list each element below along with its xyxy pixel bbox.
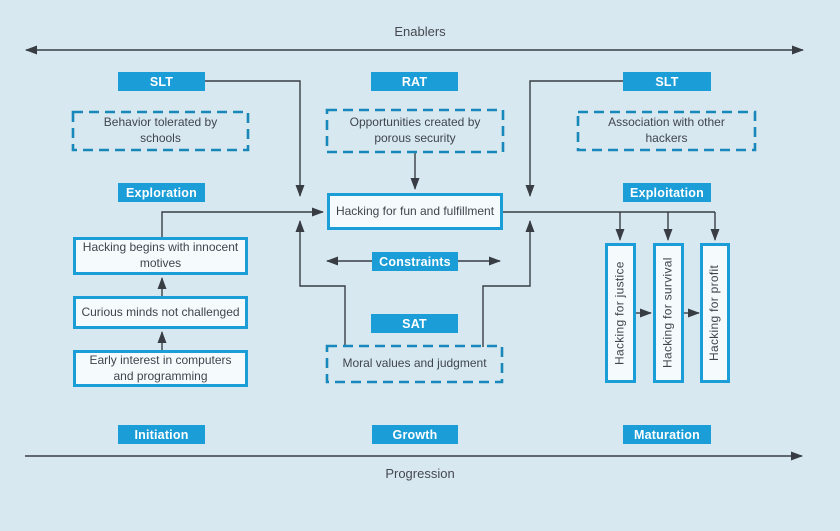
phase-tag-exploitation: Exploitation xyxy=(623,183,711,202)
stage-tag-growth: Growth xyxy=(372,425,458,444)
node-hacking-for-justice: Hacking for justice xyxy=(605,243,636,383)
node-early-interest: Early interest in computers and programm… xyxy=(73,350,248,387)
enablers-axis-label: Enablers xyxy=(394,24,446,39)
factor-association-hackers: Association with other hackers xyxy=(608,115,725,145)
constraints-tag: Constraints xyxy=(372,252,458,271)
factor-behavior-tolerated: Behavior tolerated by schools xyxy=(103,115,218,145)
node-hacking-begins: Hacking begins with innocent motives xyxy=(73,237,248,275)
progression-axis-label: Progression xyxy=(385,466,455,481)
phase-tag-exploration: Exploration xyxy=(118,183,205,202)
node-hacking-for-profit: Hacking for profit xyxy=(700,243,730,383)
theory-tag-slt-left: SLT xyxy=(118,72,205,91)
node-hacking-fun-fulfillment: Hacking for fun and fulfillment xyxy=(327,193,503,230)
factor-porous-security: Opportunities created by porous security xyxy=(349,115,481,145)
theory-tag-slt-right: SLT xyxy=(623,72,711,91)
theory-tag-rat: RAT xyxy=(371,72,458,91)
theory-tag-sat: SAT xyxy=(371,314,458,333)
factor-moral-values: Moral values and judgment xyxy=(342,356,487,371)
node-hacking-for-survival: Hacking for survival xyxy=(653,243,684,383)
stage-tag-maturation: Maturation xyxy=(623,425,711,444)
node-curious-minds: Curious minds not challenged xyxy=(73,296,248,329)
stage-tag-initiation: Initiation xyxy=(118,425,205,444)
